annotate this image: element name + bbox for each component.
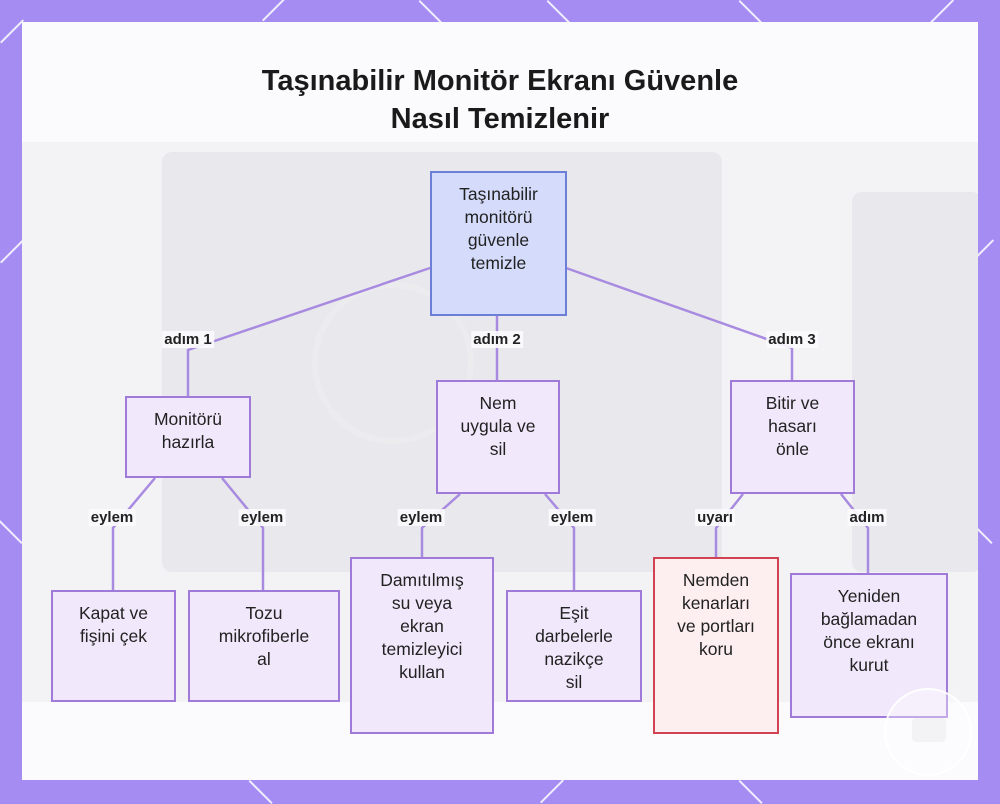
edge-step2-leaf3 <box>420 493 461 557</box>
node-protect-warning: Nemden kenarları ve portları koru <box>653 557 779 734</box>
node-protect-warning-label: Nemden kenarları ve portları koru <box>677 570 755 659</box>
node-step-2-label: Nem uygula ve sil <box>460 393 536 459</box>
edge-label-step-1: adım 1 <box>162 331 214 348</box>
diagram-title: Taşınabilir Monitör Ekranı Güvenle Nasıl… <box>0 62 1000 138</box>
edge-root-step1 <box>186 266 431 396</box>
edge-step1-leaf2 <box>221 477 265 590</box>
node-unplug: Kapat ve fişini çek <box>51 590 176 702</box>
edge-step3-leaf5 <box>714 493 744 557</box>
node-step-3-label: Bitir ve hasarı önle <box>765 393 820 459</box>
background-ghost <box>852 192 978 572</box>
edge-label-step-3: adım 3 <box>766 331 818 348</box>
edge-label-step: adım <box>847 509 887 526</box>
title-line-1: Taşınabilir Monitör Ekranı Güvenle <box>261 65 739 97</box>
background-ghost <box>312 282 474 444</box>
corner-badge <box>884 688 972 776</box>
node-wipe: Eşit darbelerle nazikçe sil <box>506 590 642 702</box>
node-root-label: Taşınabilir monitörü güvenle temizle <box>459 184 538 273</box>
node-step-3: Bitir ve hasarı önle <box>730 380 855 494</box>
edge-label-step-2: adım 2 <box>471 331 523 348</box>
edge-label-action: eylem <box>397 509 445 526</box>
node-unplug-label: Kapat ve fişini çek <box>78 603 149 646</box>
node-wipe-label: Eşit darbelerle nazikçe sil <box>535 603 613 692</box>
node-step-1-label: Monitörü hazırla <box>153 409 223 452</box>
edge-label-warning: uyarı <box>695 509 735 526</box>
node-step-2: Nem uygula ve sil <box>436 380 560 494</box>
node-step-1: Monitörü hazırla <box>125 396 251 478</box>
edge-label-action: eylem <box>548 509 596 526</box>
badge-icon <box>912 718 946 742</box>
edge-step3-leaf6 <box>840 493 870 573</box>
node-dust-label: Tozu mikrofiberle al <box>218 603 310 669</box>
title-line-2: Nasıl Temizlenir <box>390 103 610 135</box>
node-dry-label: Yeniden bağlamadan önce ekranı kurut <box>820 586 918 675</box>
edge-label-action: eylem <box>88 509 136 526</box>
node-cleaner: Damıtılmış su veya ekran temizleyici kul… <box>350 557 494 734</box>
edge-step1-leaf1 <box>111 477 156 590</box>
node-dust: Tozu mikrofiberle al <box>188 590 340 702</box>
edge-root-step3 <box>565 266 794 380</box>
node-root: Taşınabilir monitörü güvenle temizle <box>430 171 567 316</box>
edge-step2-leaf4 <box>544 493 576 590</box>
node-cleaner-label: Damıtılmış su veya ekran temizleyici kul… <box>380 570 464 682</box>
edge-label-action: eylem <box>238 509 286 526</box>
